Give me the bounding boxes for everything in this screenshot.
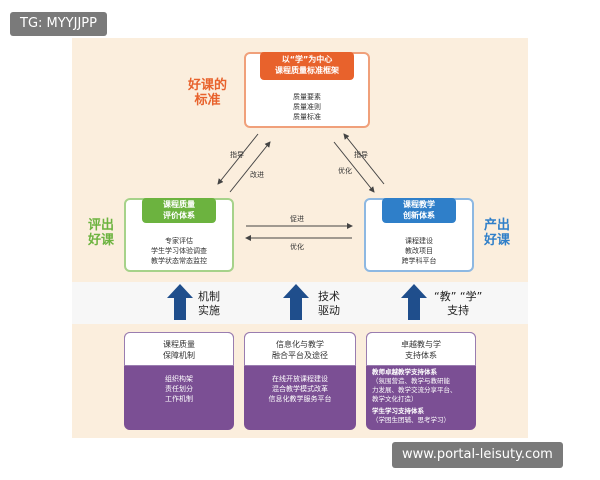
left-side-label-line1: 评出 xyxy=(88,218,115,233)
right-node-items: 课程建设 教改项目 跨学科平台 xyxy=(366,236,472,266)
support-label-2: 技术 驱动 xyxy=(318,290,340,318)
bottom-card-item: 在线开放课程建设 xyxy=(272,375,328,383)
bottom-card-mechanism: 课程质量 保障机制 组织构架 责任划分 工作机制 xyxy=(124,332,234,430)
right-node-item: 教改项目 xyxy=(405,247,433,255)
left-node: 课程质量 评价体系 专家评估 学生学习体验调查 教学状态常态监控 xyxy=(124,198,234,272)
student-support-line: （学困生团辅、思考学习） xyxy=(372,416,450,424)
left-node-item: 专家评估 xyxy=(165,237,193,245)
edge-left-to-top xyxy=(229,141,271,193)
bottom-card-support-head: 卓越教与学 支持体系 xyxy=(366,332,476,366)
right-side-label: 产出 好课 xyxy=(484,218,510,248)
left-node-item: 教学状态常态监控 xyxy=(151,257,207,265)
teacher-support-heading: 教师卓越教学支持体系 xyxy=(372,368,437,376)
teacher-support-line: 教学文化打造） xyxy=(372,395,418,403)
edge-label-top-right-down: 指导 xyxy=(354,151,368,159)
bottom-card-mechanism-items: 组织构架 责任划分 工作机制 xyxy=(124,374,234,404)
bottom-card-item: 信息化教学服务平台 xyxy=(268,395,332,403)
right-node: 课程教学 创新体系 课程建设 教改项目 跨学科平台 xyxy=(364,198,474,272)
top-node-title-line1: 以“学”为中心 xyxy=(281,55,333,64)
top-side-label: 好课的 标准 xyxy=(188,78,227,108)
watermark-bottom-right: www.portal-leisuty.com xyxy=(392,442,563,468)
support-label-3: “教” “学” 支持 xyxy=(434,290,482,318)
bottom-card-item: 工作机制 xyxy=(165,395,193,403)
top-side-label-line1: 好课的 xyxy=(188,78,228,93)
edge-label-top-right-up: 优化 xyxy=(338,167,352,175)
left-side-label: 评出 好课 xyxy=(88,218,114,248)
left-node-title-line2: 评价体系 xyxy=(163,211,195,220)
support-arrow-3 xyxy=(401,284,427,320)
left-node-items: 专家评估 学生学习体验调查 教学状态常态监控 xyxy=(126,236,232,266)
edge-label-left-right-back: 优化 xyxy=(290,243,304,251)
edge-label-top-left-down: 指导 xyxy=(230,151,244,159)
bottom-card-technology-title-line1: 信息化与教学 xyxy=(276,340,324,349)
edge-label-top-left-up: 改进 xyxy=(250,171,264,179)
edge-top-to-left xyxy=(217,133,259,185)
bottom-card-item: 组织构架 xyxy=(165,375,193,383)
top-node-item: 质量标准 xyxy=(293,113,321,121)
bottom-card-technology-items: 在线开放课程建设 混合教学模式改革 信息化教学服务平台 xyxy=(244,374,356,404)
top-node-items: 质量要素 质量准则 质量标准 xyxy=(246,92,368,122)
bottom-card-support-title-line2: 支持体系 xyxy=(405,351,437,360)
right-node-title-line2: 创新体系 xyxy=(403,211,435,220)
bottom-card-technology: 信息化与教学 融合平台及途径 在线开放课程建设 混合教学模式改革 信息化教学服务… xyxy=(244,332,356,430)
bottom-card-mechanism-title-line1: 课程质量 xyxy=(163,340,195,349)
bottom-card-support-title-line1: 卓越教与学 xyxy=(401,340,441,349)
bottom-card-technology-title-line2: 融合平台及途径 xyxy=(272,351,328,360)
bottom-card-mechanism-title-line2: 保障机制 xyxy=(163,351,195,360)
top-node-item: 质量要素 xyxy=(293,93,321,101)
top-node-header: 以“学”为中心 课程质量标准框架 xyxy=(260,52,354,80)
left-node-title-line1: 课程质量 xyxy=(163,200,195,209)
right-node-header: 课程教学 创新体系 xyxy=(382,198,456,223)
bottom-card-support: 卓越教与学 支持体系 教师卓越教学支持体系 （氛围营造、教学与教研能 力发展、教… xyxy=(366,332,476,430)
edge-top-to-right xyxy=(333,141,375,193)
support-label-1-line2: 实施 xyxy=(198,304,220,317)
support-label-1-line1: 机制 xyxy=(198,290,220,303)
right-side-label-line1: 产出 xyxy=(484,218,511,233)
support-arrow-1 xyxy=(167,284,193,320)
student-support-heading: 学生学习支持体系 xyxy=(372,407,424,415)
edge-label-left-right-forward: 促进 xyxy=(290,215,304,223)
bottom-card-support-items: 教师卓越教学支持体系 （氛围营造、教学与教研能 力发展、教学交流分享平台、 教学… xyxy=(372,368,472,425)
support-label-2-line1: 技术 xyxy=(318,290,340,303)
left-node-header: 课程质量 评价体系 xyxy=(142,198,216,223)
right-node-item: 课程建设 xyxy=(405,237,433,245)
teacher-support-line: （氛围营造、教学与教研能 xyxy=(372,377,450,385)
support-label-3-line2: 支持 xyxy=(447,304,470,317)
watermark-top-left: TG: MYYJJPP xyxy=(10,12,107,36)
right-node-item: 跨学科平台 xyxy=(401,257,437,265)
support-label-1: 机制 实施 xyxy=(198,290,220,318)
support-arrow-2 xyxy=(283,284,309,320)
bottom-card-technology-head: 信息化与教学 融合平台及途径 xyxy=(244,332,356,366)
support-label-2-line2: 驱动 xyxy=(318,304,340,317)
right-side-label-line2: 好课 xyxy=(484,233,511,248)
support-label-3-line1: “教” “学” xyxy=(434,290,483,303)
right-node-title-line1: 课程教学 xyxy=(403,200,435,209)
left-node-item: 学生学习体验调查 xyxy=(151,247,207,255)
left-side-label-line2: 好课 xyxy=(88,233,115,248)
top-side-label-line2: 标准 xyxy=(194,93,221,108)
top-node-item: 质量准则 xyxy=(293,103,321,111)
bottom-card-mechanism-head: 课程质量 保障机制 xyxy=(124,332,234,366)
top-node-title-line2: 课程质量标准框架 xyxy=(275,66,339,75)
edge-right-to-top xyxy=(343,133,385,185)
top-node: 以“学”为中心 课程质量标准框架 质量要素 质量准则 质量标准 xyxy=(244,52,370,128)
teacher-support-line: 力发展、教学交流分享平台、 xyxy=(372,386,457,394)
bottom-card-item: 混合教学模式改革 xyxy=(272,385,328,393)
bottom-card-item: 责任划分 xyxy=(165,385,193,393)
